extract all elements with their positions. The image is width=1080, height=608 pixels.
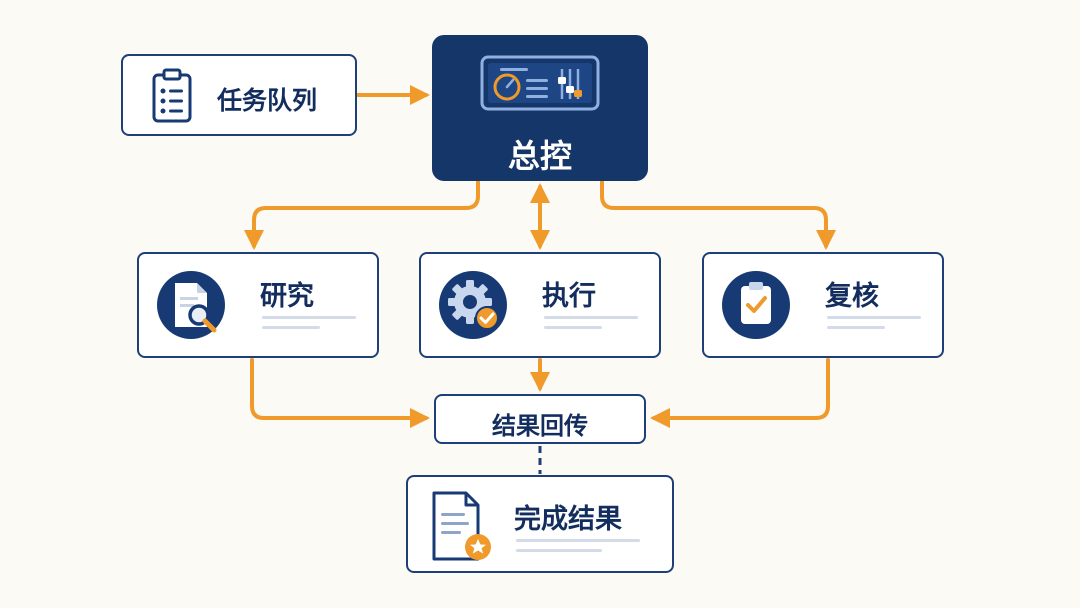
clipboard-list-icon xyxy=(152,68,192,123)
node-task-queue-label: 任务队列 xyxy=(217,86,318,115)
arrow-research-to-return xyxy=(250,358,430,428)
node-execute-label: 执行 xyxy=(542,281,596,312)
final-placeholder-lines xyxy=(516,539,642,559)
execute-placeholder-lines xyxy=(544,316,640,336)
control-panel-icon xyxy=(480,55,600,111)
clipboard-check-icon xyxy=(741,282,771,324)
node-master-control: 总控 xyxy=(432,35,648,181)
gear-check-icon xyxy=(448,280,499,330)
node-result-return-label: 结果回传 xyxy=(492,412,588,440)
review-icon-badge xyxy=(722,271,790,339)
research-icon-badge xyxy=(157,271,225,339)
document-star-icon xyxy=(432,491,491,561)
node-review-label: 复核 xyxy=(825,281,879,312)
node-research: 研究 xyxy=(137,252,379,358)
arrow-master-to-review xyxy=(600,180,836,250)
arrow-review-to-return xyxy=(650,358,830,428)
node-research-label: 研究 xyxy=(260,281,314,312)
execute-icon-badge xyxy=(439,271,507,339)
node-task-queue: 任务队列 xyxy=(121,54,357,136)
node-final-result-label: 完成结果 xyxy=(514,504,622,535)
document-search-icon xyxy=(175,283,217,333)
node-review: 复核 xyxy=(702,252,944,358)
review-placeholder-lines xyxy=(827,316,923,336)
arrow-master-to-research xyxy=(244,180,480,250)
node-master-control-label: 总控 xyxy=(507,137,572,175)
node-result-return: 结果回传 xyxy=(434,394,646,444)
node-execute: 执行 xyxy=(419,252,661,358)
research-placeholder-lines xyxy=(262,316,358,336)
node-final-result: 完成结果 xyxy=(406,475,674,573)
